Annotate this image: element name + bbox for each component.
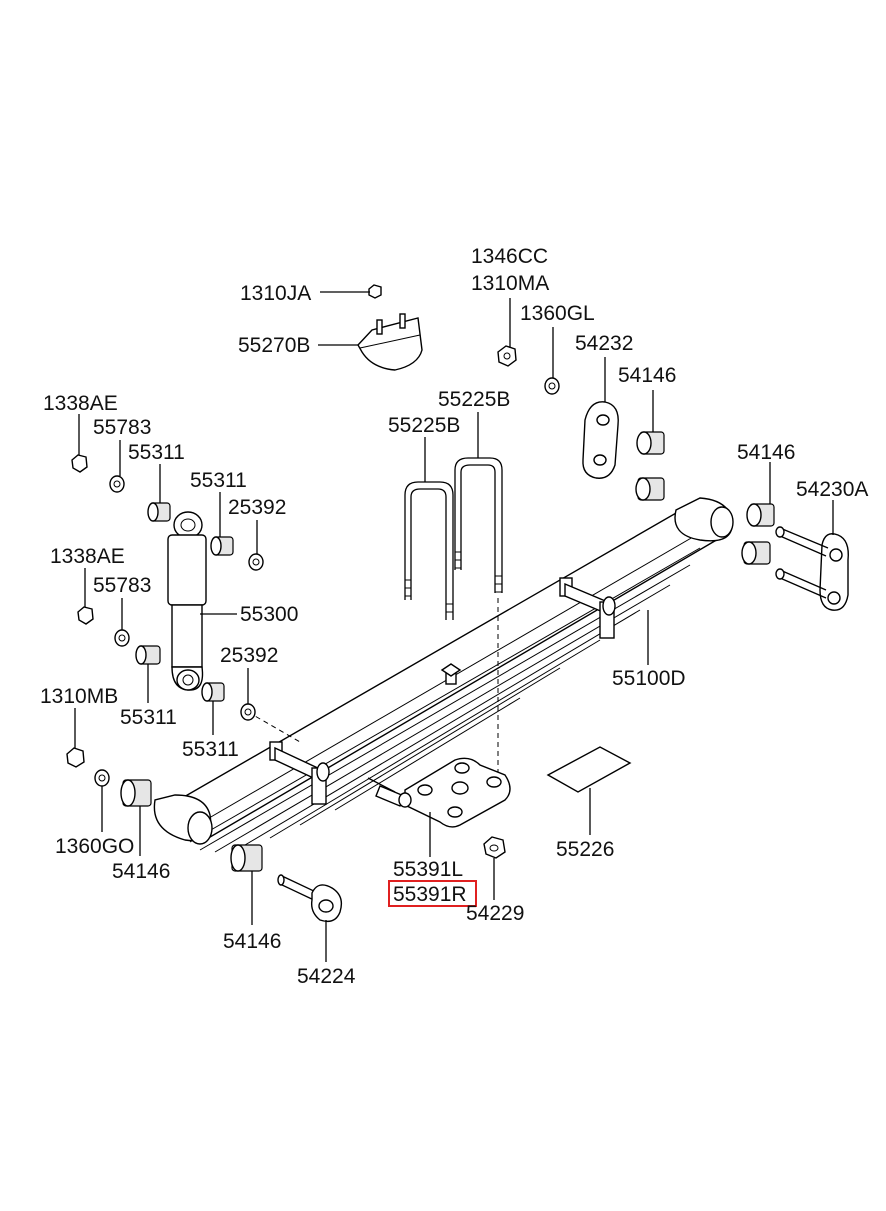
label-1310MB[interactable]: 1310MB	[40, 685, 118, 708]
shackle-plate-54232	[582, 401, 619, 479]
label-55783-upper[interactable]: 55783	[93, 416, 151, 439]
label-55300[interactable]: 55300	[240, 603, 298, 626]
label-55311-upper-1[interactable]: 55311	[128, 441, 185, 464]
bushing-55311-lower-right	[201, 682, 225, 702]
label-55226[interactable]: 55226	[556, 838, 614, 861]
label-1338AE-lower[interactable]: 1338AE	[50, 545, 125, 568]
label-1310MA[interactable]: 1310MA	[471, 272, 549, 295]
washer-25392-upper	[248, 553, 264, 571]
label-1338AE-upper[interactable]: 1338AE	[43, 392, 118, 415]
bump-stopper	[357, 313, 423, 371]
u-bolt-right	[454, 457, 503, 593]
label-55783-lower[interactable]: 55783	[93, 574, 151, 597]
bushing-rear-shackle-2	[741, 541, 771, 565]
highlight-box-55391R	[388, 880, 477, 907]
nut-1338AE-lower	[77, 606, 94, 625]
label-55311-upper-2[interactable]: 55311	[190, 469, 247, 492]
label-1360GO[interactable]: 1360GO	[55, 835, 134, 858]
label-54224[interactable]: 54224	[297, 965, 356, 988]
bushing-rear-shackle-1	[746, 503, 775, 527]
nut-1310JA	[368, 284, 382, 299]
bushing-upper-rear-1	[636, 431, 665, 455]
label-1360GL[interactable]: 1360GL	[520, 302, 595, 325]
label-55225B-upper[interactable]: 55225B	[438, 388, 510, 411]
shock-absorber	[167, 511, 207, 691]
label-25392-upper[interactable]: 25392	[228, 496, 286, 519]
leaf-spring	[153, 497, 734, 853]
part-labels: 1310JA 55270B 1346CC 1310MA 1360GL 54232…	[40, 245, 868, 988]
label-55311-lower-1[interactable]: 55311	[120, 706, 177, 729]
nut-1346CC	[497, 345, 517, 367]
washer-55783-lower	[114, 629, 130, 647]
bushing-upper-rear-2	[635, 477, 665, 501]
label-25392-lower[interactable]: 25392	[220, 644, 278, 667]
label-55391R[interactable]: 55391R	[393, 883, 467, 906]
spring-clamp-front	[269, 741, 330, 805]
label-54146-top[interactable]: 54146	[618, 364, 676, 387]
bushing-54146-front-upper	[120, 779, 152, 807]
bushing-55311-upper-right	[210, 536, 234, 556]
label-1346CC[interactable]: 1346CC	[471, 245, 548, 268]
bushing-55311-lower-left	[135, 645, 161, 665]
washer-1360GO	[94, 769, 110, 787]
pin-54224	[277, 874, 343, 923]
bushing-54146-front-lower	[230, 844, 263, 872]
nut-1338AE-upper	[71, 454, 88, 473]
label-54146-right[interactable]: 54146	[737, 441, 795, 464]
label-54229[interactable]: 54229	[466, 902, 524, 925]
label-55270B[interactable]: 55270B	[238, 334, 310, 357]
label-55311-lower-2[interactable]: 55311	[182, 738, 239, 761]
leader-lines	[74, 291, 834, 962]
label-1310JA[interactable]: 1310JA	[240, 282, 311, 305]
label-54146-front-bottom[interactable]: 54146	[223, 930, 281, 953]
nut-54229	[483, 836, 506, 859]
bushing-55311-upper-left	[147, 502, 171, 522]
spring-seat-plate	[367, 757, 511, 828]
washer-1360GL	[544, 377, 560, 395]
spring-clamp-rear	[559, 577, 616, 639]
label-55100D[interactable]: 55100D	[612, 667, 686, 690]
label-55391L[interactable]: 55391L	[393, 858, 463, 881]
label-55225B-lower[interactable]: 55225B	[388, 414, 460, 437]
u-bolt-left	[404, 481, 454, 620]
nut-1310MB	[66, 747, 85, 768]
label-54230A[interactable]: 54230A	[796, 478, 868, 501]
shackle-54230A	[775, 526, 849, 611]
pad-55226	[546, 746, 632, 793]
washer-55783-upper	[109, 475, 125, 493]
label-54146-front-left[interactable]: 54146	[112, 860, 170, 883]
washer-25392-lower	[240, 703, 256, 721]
label-54232[interactable]: 54232	[575, 332, 633, 355]
